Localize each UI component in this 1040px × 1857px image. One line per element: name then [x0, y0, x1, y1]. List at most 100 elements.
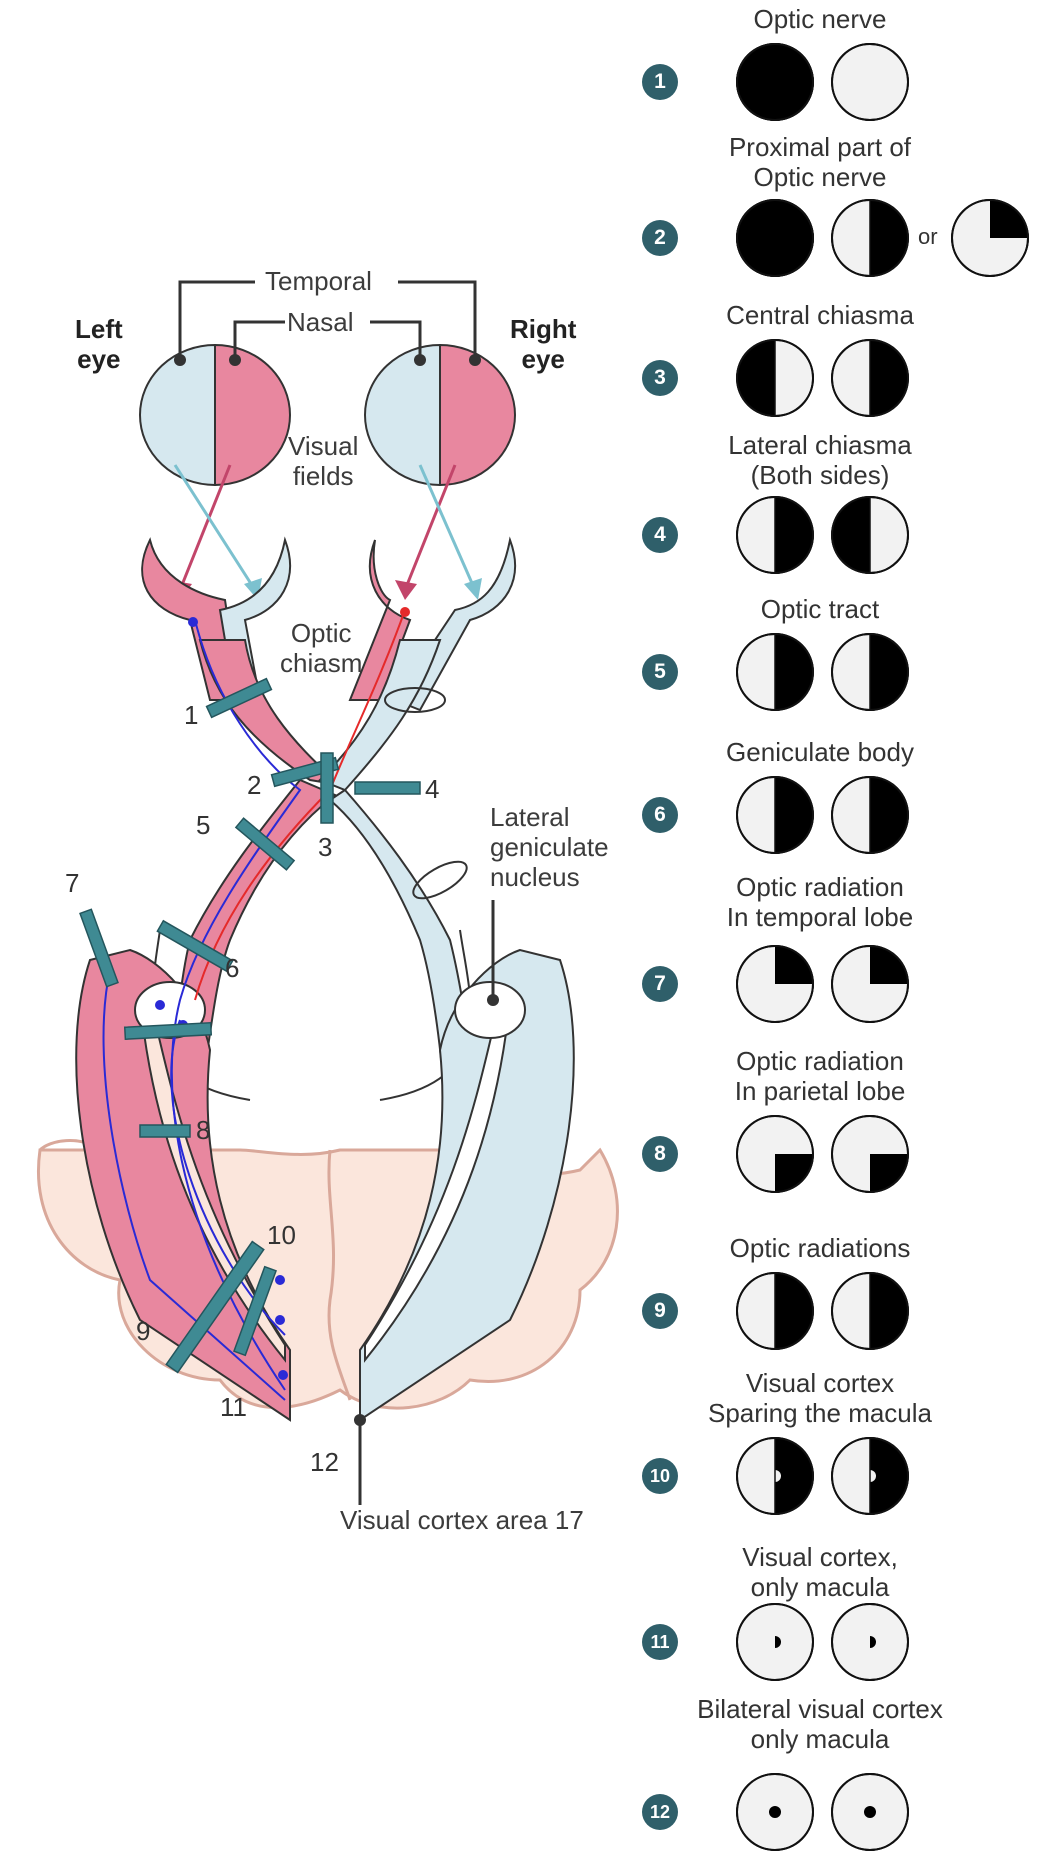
left-eye-field-graphic — [736, 945, 814, 1023]
left-eye-field — [735, 1772, 815, 1857]
right-eye-field-graphic — [831, 633, 909, 711]
right-eye-field-graphic — [831, 1272, 909, 1350]
lesion-number: 11 — [220, 1392, 247, 1422]
left-eye-field — [735, 338, 815, 423]
left-eye-field-graphic — [736, 339, 814, 417]
left-eye-field — [735, 944, 815, 1029]
lesion-number-badge: 10 — [642, 1458, 678, 1494]
or-label: or — [918, 224, 938, 249]
cortex-midline — [327, 1149, 352, 1401]
lesion-number: 4 — [425, 774, 440, 804]
left-eye-field-graphic — [736, 633, 814, 711]
lesion-number-badge: 4 — [642, 517, 678, 553]
right-eye-field-graphic — [831, 339, 909, 417]
left-eye-field — [735, 495, 815, 580]
right-eye-field — [830, 495, 910, 580]
lesion-number: 8 — [196, 1115, 211, 1145]
lesion-number-badge: 12 — [642, 1794, 678, 1830]
left-eye-field — [735, 775, 815, 860]
defect-title: Central chiasma — [726, 300, 914, 330]
right-eye-field-graphic — [831, 1115, 909, 1193]
right-eye-field-graphic — [831, 199, 909, 277]
defect-title: Optic nerve — [753, 4, 887, 34]
right-eye-field — [830, 1114, 910, 1199]
right-eye-field-graphic — [831, 1773, 909, 1851]
right-eye-field — [830, 775, 910, 860]
defect-title: Visual cortex Sparing the macula — [707, 1368, 933, 1428]
optic-chiasm-label: Optic chiasm — [280, 618, 363, 678]
nasal-label: Nasal — [287, 307, 354, 337]
lesion-number-badge: 2 — [642, 220, 678, 256]
lesion-number-badge: 7 — [642, 966, 678, 1002]
right-eye-field — [830, 198, 910, 283]
lesion-number-badge: 5 — [642, 654, 678, 690]
left-eye-field-graphic — [736, 1603, 814, 1681]
temporal-label: Temporal — [265, 266, 372, 296]
defect-title: Optic radiations — [729, 1233, 911, 1263]
right-eye-field — [830, 338, 910, 423]
lesion-number: 12 — [310, 1447, 339, 1477]
right-eye-field-graphic — [831, 1437, 909, 1515]
lesion-number-badge: 3 — [642, 360, 678, 396]
left-eye-field-graphic — [736, 1115, 814, 1193]
left-eye-field — [735, 632, 815, 717]
left-eye-field-graphic — [736, 199, 814, 277]
left-eye — [139, 343, 291, 487]
lesion-number: 6 — [225, 953, 240, 983]
defect-title: Optic tract — [760, 594, 880, 624]
alternative-field-graphic — [951, 199, 1029, 277]
lesion-number-badge: 9 — [642, 1293, 678, 1329]
lesion-number: 10 — [267, 1220, 296, 1250]
left-eye-field-graphic — [736, 496, 814, 574]
defect-title: Proximal part of Optic nerve — [728, 132, 912, 192]
right-eye-field-graphic — [831, 496, 909, 574]
right-eye-field-graphic — [831, 776, 909, 854]
right-eye-field — [830, 1602, 910, 1687]
visual-cortex-area-17-label: Visual cortex area 17 — [340, 1505, 584, 1535]
right-eye-field — [830, 42, 910, 127]
field-connectors — [178, 280, 477, 360]
right-eye-field — [830, 1436, 910, 1521]
defect-title: Optic radiation In temporal lobe — [726, 872, 914, 932]
lesion-number-badge: 11 — [642, 1624, 678, 1660]
lesion-bars — [79, 677, 421, 1374]
left-eye-field-graphic — [736, 776, 814, 854]
left-eye-field — [735, 1436, 815, 1521]
left-eye-field — [735, 42, 815, 127]
defect-title: Visual cortex, only macula — [742, 1542, 898, 1602]
left-eye-field-graphic — [736, 1272, 814, 1350]
lesion-number: 3 — [318, 832, 333, 862]
right-eye-label: Right eye — [510, 314, 577, 374]
visual-pathway-diagram — [37, 280, 619, 1505]
left-eye-field — [735, 198, 815, 283]
left-eye-field — [735, 1114, 815, 1199]
lesion-number: 9 — [136, 1316, 151, 1346]
right-eye-field — [830, 944, 910, 1029]
defect-title: Optic radiation In parietal lobe — [734, 1046, 906, 1106]
left-eye-label: Left eye — [75, 314, 123, 374]
lesion-number-badge: 1 — [642, 64, 678, 100]
defect-title: Lateral chiasma (Both sides) — [728, 430, 912, 490]
lesion-number: 2 — [247, 770, 262, 800]
right-eye-field — [830, 1772, 910, 1857]
left-eye-field — [735, 1271, 815, 1356]
lesion-number-badge: 8 — [642, 1136, 678, 1172]
right-eye-field-graphic — [831, 945, 909, 1023]
right-eye-field — [830, 632, 910, 717]
right-eye-field — [830, 1271, 910, 1356]
lesion-number: 1 — [184, 700, 199, 730]
optic-pathways — [75, 639, 575, 1422]
lesion-number-badge: 6 — [642, 797, 678, 833]
left-eye-field — [735, 1602, 815, 1687]
left-eye-field-graphic — [736, 43, 814, 121]
alternative-field — [950, 198, 1030, 283]
right-eye-field-graphic — [831, 43, 909, 121]
left-eye-field-graphic — [736, 1437, 814, 1515]
defect-title: Bilateral visual cortex only macula — [697, 1694, 943, 1754]
right-eye-field-graphic — [831, 1603, 909, 1681]
right-eye — [364, 343, 516, 487]
defect-title: Geniculate body — [726, 737, 914, 767]
lesion-number: 7 — [65, 868, 80, 898]
left-eye-field-graphic — [736, 1773, 814, 1851]
lesion-number: 5 — [196, 810, 211, 840]
